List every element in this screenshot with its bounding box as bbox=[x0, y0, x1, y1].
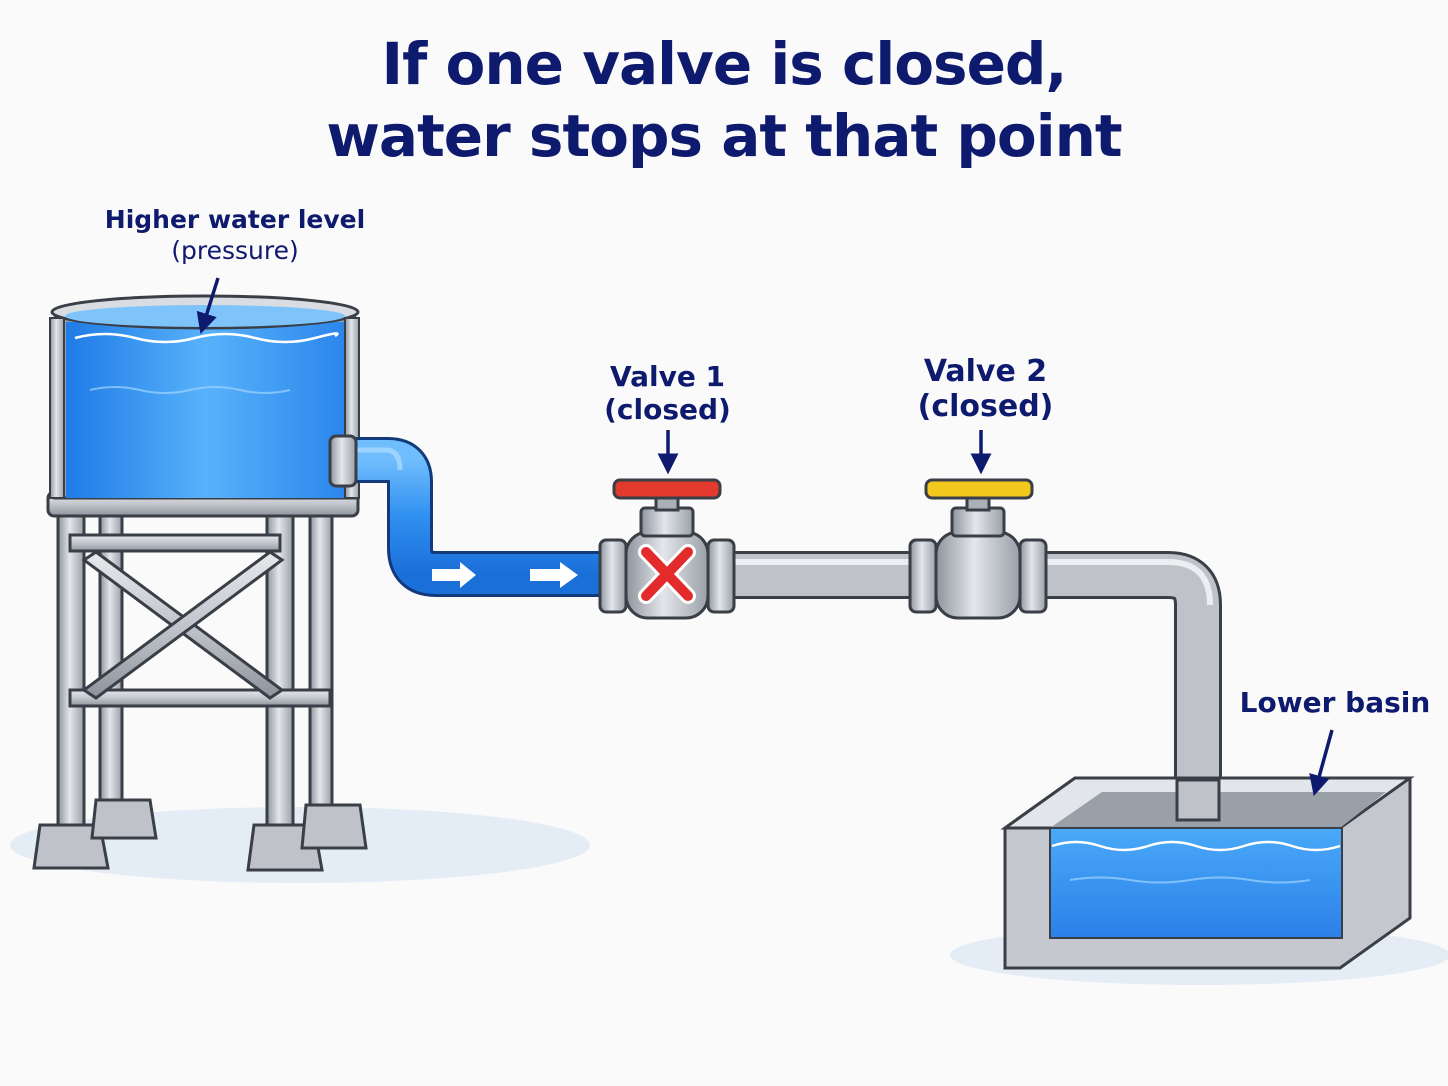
tank-label: Higher water level (pressure) bbox=[100, 204, 370, 266]
red-x-icon bbox=[638, 544, 696, 604]
title-line-2: water stops at that point bbox=[326, 102, 1122, 170]
lower-basin bbox=[1000, 776, 1415, 970]
basin-label-line-1: Lower basin bbox=[1239, 686, 1431, 719]
title-line-1: If one valve is closed, bbox=[381, 30, 1068, 98]
arrow-right-icon bbox=[530, 562, 578, 588]
water-filled-pipe bbox=[328, 434, 610, 597]
valve-1 bbox=[598, 478, 736, 620]
tank-label-line-2: (pressure) bbox=[171, 236, 299, 265]
valve-2-handle bbox=[924, 478, 1034, 500]
valve-2 bbox=[908, 478, 1048, 620]
basin-pointer-arrow bbox=[1309, 729, 1334, 797]
tank-label-line-1: Higher water level bbox=[104, 205, 366, 234]
valve-1-label-line-2: (closed) bbox=[604, 393, 731, 426]
tank-pointer-arrow bbox=[196, 277, 220, 335]
empty-pipe bbox=[720, 551, 1222, 820]
basin-label: Lower basin bbox=[1230, 686, 1440, 719]
valve-2-label-line-2: (closed) bbox=[917, 389, 1054, 424]
valve-1-label: Valve 1 (closed) bbox=[585, 360, 750, 426]
valve-2-label: Valve 2 (closed) bbox=[898, 354, 1073, 424]
water-tower bbox=[32, 294, 368, 872]
diagram-title: If one valve is closed, water stops at t… bbox=[0, 28, 1448, 172]
arrow-right-icon bbox=[432, 562, 476, 588]
valve-1-handle bbox=[612, 478, 722, 500]
valve-2-label-line-1: Valve 2 bbox=[923, 354, 1048, 389]
valve-1-label-line-1: Valve 1 bbox=[609, 360, 726, 393]
